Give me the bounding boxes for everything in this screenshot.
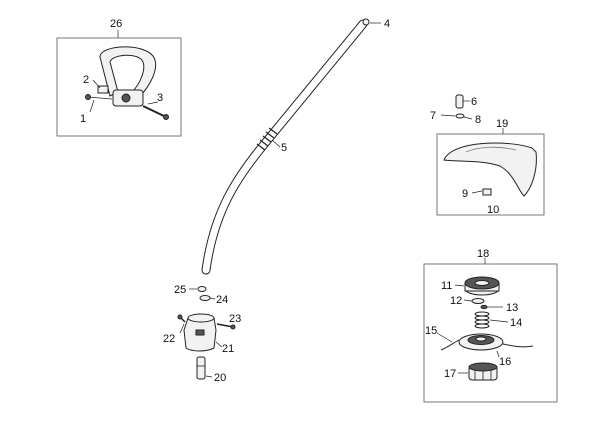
callout-23: 23 [229, 313, 241, 325]
clamp-knob [121, 93, 131, 103]
bump-knob-part-17 [468, 362, 498, 381]
spacer-part-2 [97, 85, 109, 94]
callout-13: 13 [506, 302, 518, 314]
callout-1: 1 [80, 113, 86, 125]
washer-part-13 [480, 304, 488, 310]
callout-21: 21 [222, 343, 234, 355]
pin-part-23 [230, 324, 236, 330]
callout-17: 17 [444, 368, 456, 380]
seal-part-24 [199, 295, 211, 301]
trimmer-line-part-15 [440, 339, 534, 351]
handle-assembly-group: 26 1 2 3 [56, 18, 182, 137]
callout-6: 6 [471, 96, 477, 108]
callout-12: 12 [450, 295, 462, 307]
screw-part-3 [163, 114, 169, 120]
guard-assembly-group: 19 9 10 [436, 118, 545, 216]
shaft-end-part-4 [362, 18, 370, 26]
gear-head-group: 25 24 21 22 23 20 [163, 284, 241, 384]
callout-10: 10 [487, 204, 499, 216]
callout-24: 24 [216, 294, 228, 306]
spool-housing-part-11 [464, 276, 500, 296]
callout-18: 18 [477, 248, 489, 260]
spool-part-16 [458, 333, 504, 351]
callout-4: 4 [384, 18, 390, 30]
spring-sleeve-part-5 [256, 127, 278, 151]
callout-9: 9 [462, 188, 468, 200]
callout-2: 2 [83, 74, 89, 86]
spring-part-14 [474, 311, 490, 329]
callout-15: 15 [425, 325, 437, 337]
callout-8: 8 [475, 114, 481, 126]
trimmer-head-group: 18 11 12 13 14 [423, 248, 558, 403]
callout-11: 11 [441, 280, 452, 292]
spindle-part-20 [196, 356, 206, 380]
callout-20: 20 [214, 372, 226, 384]
shaft-group: 4 5 [201, 18, 390, 275]
callout-25: 25 [174, 284, 186, 296]
callout-22: 22 [163, 333, 175, 345]
ring-part-12 [471, 298, 485, 304]
screw-part-22 [177, 314, 183, 320]
callout-7: 7 [430, 110, 436, 122]
blade-part-9 [482, 188, 492, 196]
callout-5: 5 [281, 142, 287, 154]
grass-guard [443, 142, 537, 197]
callout-3: 3 [157, 92, 163, 104]
washer-part-25 [197, 286, 207, 292]
callout-26: 26 [110, 18, 122, 30]
washer-part-8 [455, 113, 465, 119]
bolt-part-1 [85, 94, 91, 100]
callout-19: 19 [496, 118, 508, 130]
bolt-part-6 [455, 94, 464, 109]
callout-16: 16 [499, 356, 511, 368]
guard-hardware-group: 6 7 8 [430, 94, 481, 126]
callout-14: 14 [510, 317, 522, 329]
